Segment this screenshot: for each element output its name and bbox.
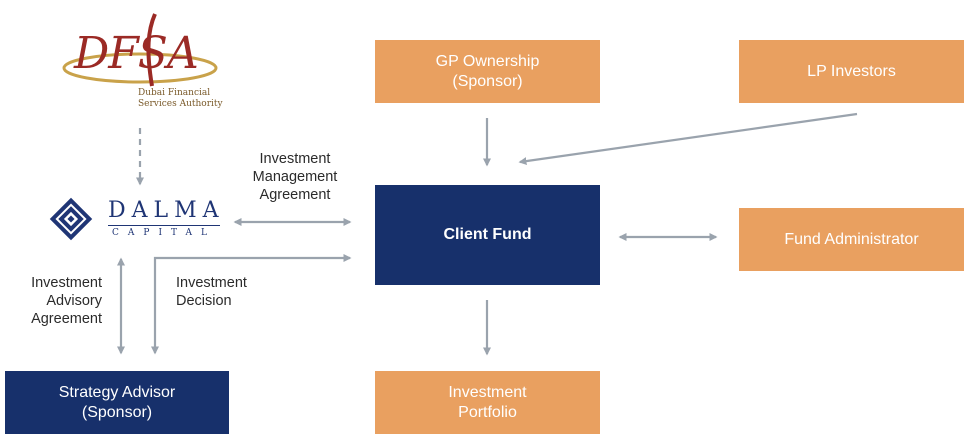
client-fund-label: Client Fund [443, 226, 532, 243]
investment-management-agreement-label: Investment Management Agreement [252, 151, 338, 203]
lp-to-fund-arrow [518, 112, 858, 166]
lp-investors-box: LP Investors [739, 40, 964, 103]
dfsa-subtitle: Dubai Financial Services Authority [138, 88, 223, 109]
gp-ownership-box: GP Ownership (Sponsor) [375, 40, 600, 103]
fund-administrator-box: Fund Administrator [739, 208, 964, 271]
investment-decision-arrow [151, 254, 352, 355]
fund-administrator-label: Fund Administrator [784, 230, 919, 248]
dfsa-swoosh-icon [62, 13, 218, 87]
investment-portfolio-label: Investment Portfolio [448, 383, 527, 421]
strategy-advisor-box: Strategy Advisor (Sponsor) [5, 371, 229, 434]
investment-decision-label: Investment Decision [176, 275, 247, 309]
dfsa-logo-text: DFSA [74, 28, 199, 79]
dalma-divider [108, 225, 220, 226]
dalma-subtitle: CAPITAL [112, 228, 216, 238]
dalma-diamond-icon [49, 197, 93, 241]
lp-investors-label: LP Investors [807, 62, 896, 80]
dfsa-logo: DFSA Dubai Financial Services Authority [60, 10, 230, 120]
dalma-capital-logo: DALMA CAPITAL [46, 194, 231, 246]
dalma-name: DALMA [108, 198, 225, 223]
investment-portfolio-box: Investment Portfolio [375, 371, 600, 434]
strategy-advisor-label: Strategy Advisor (Sponsor) [58, 383, 176, 421]
client-fund-box: Client Fund [375, 185, 600, 285]
investment-advisory-agreement-label: Investment Advisory Agreement [31, 275, 102, 327]
gp-ownership-label: GP Ownership (Sponsor) [435, 52, 540, 90]
